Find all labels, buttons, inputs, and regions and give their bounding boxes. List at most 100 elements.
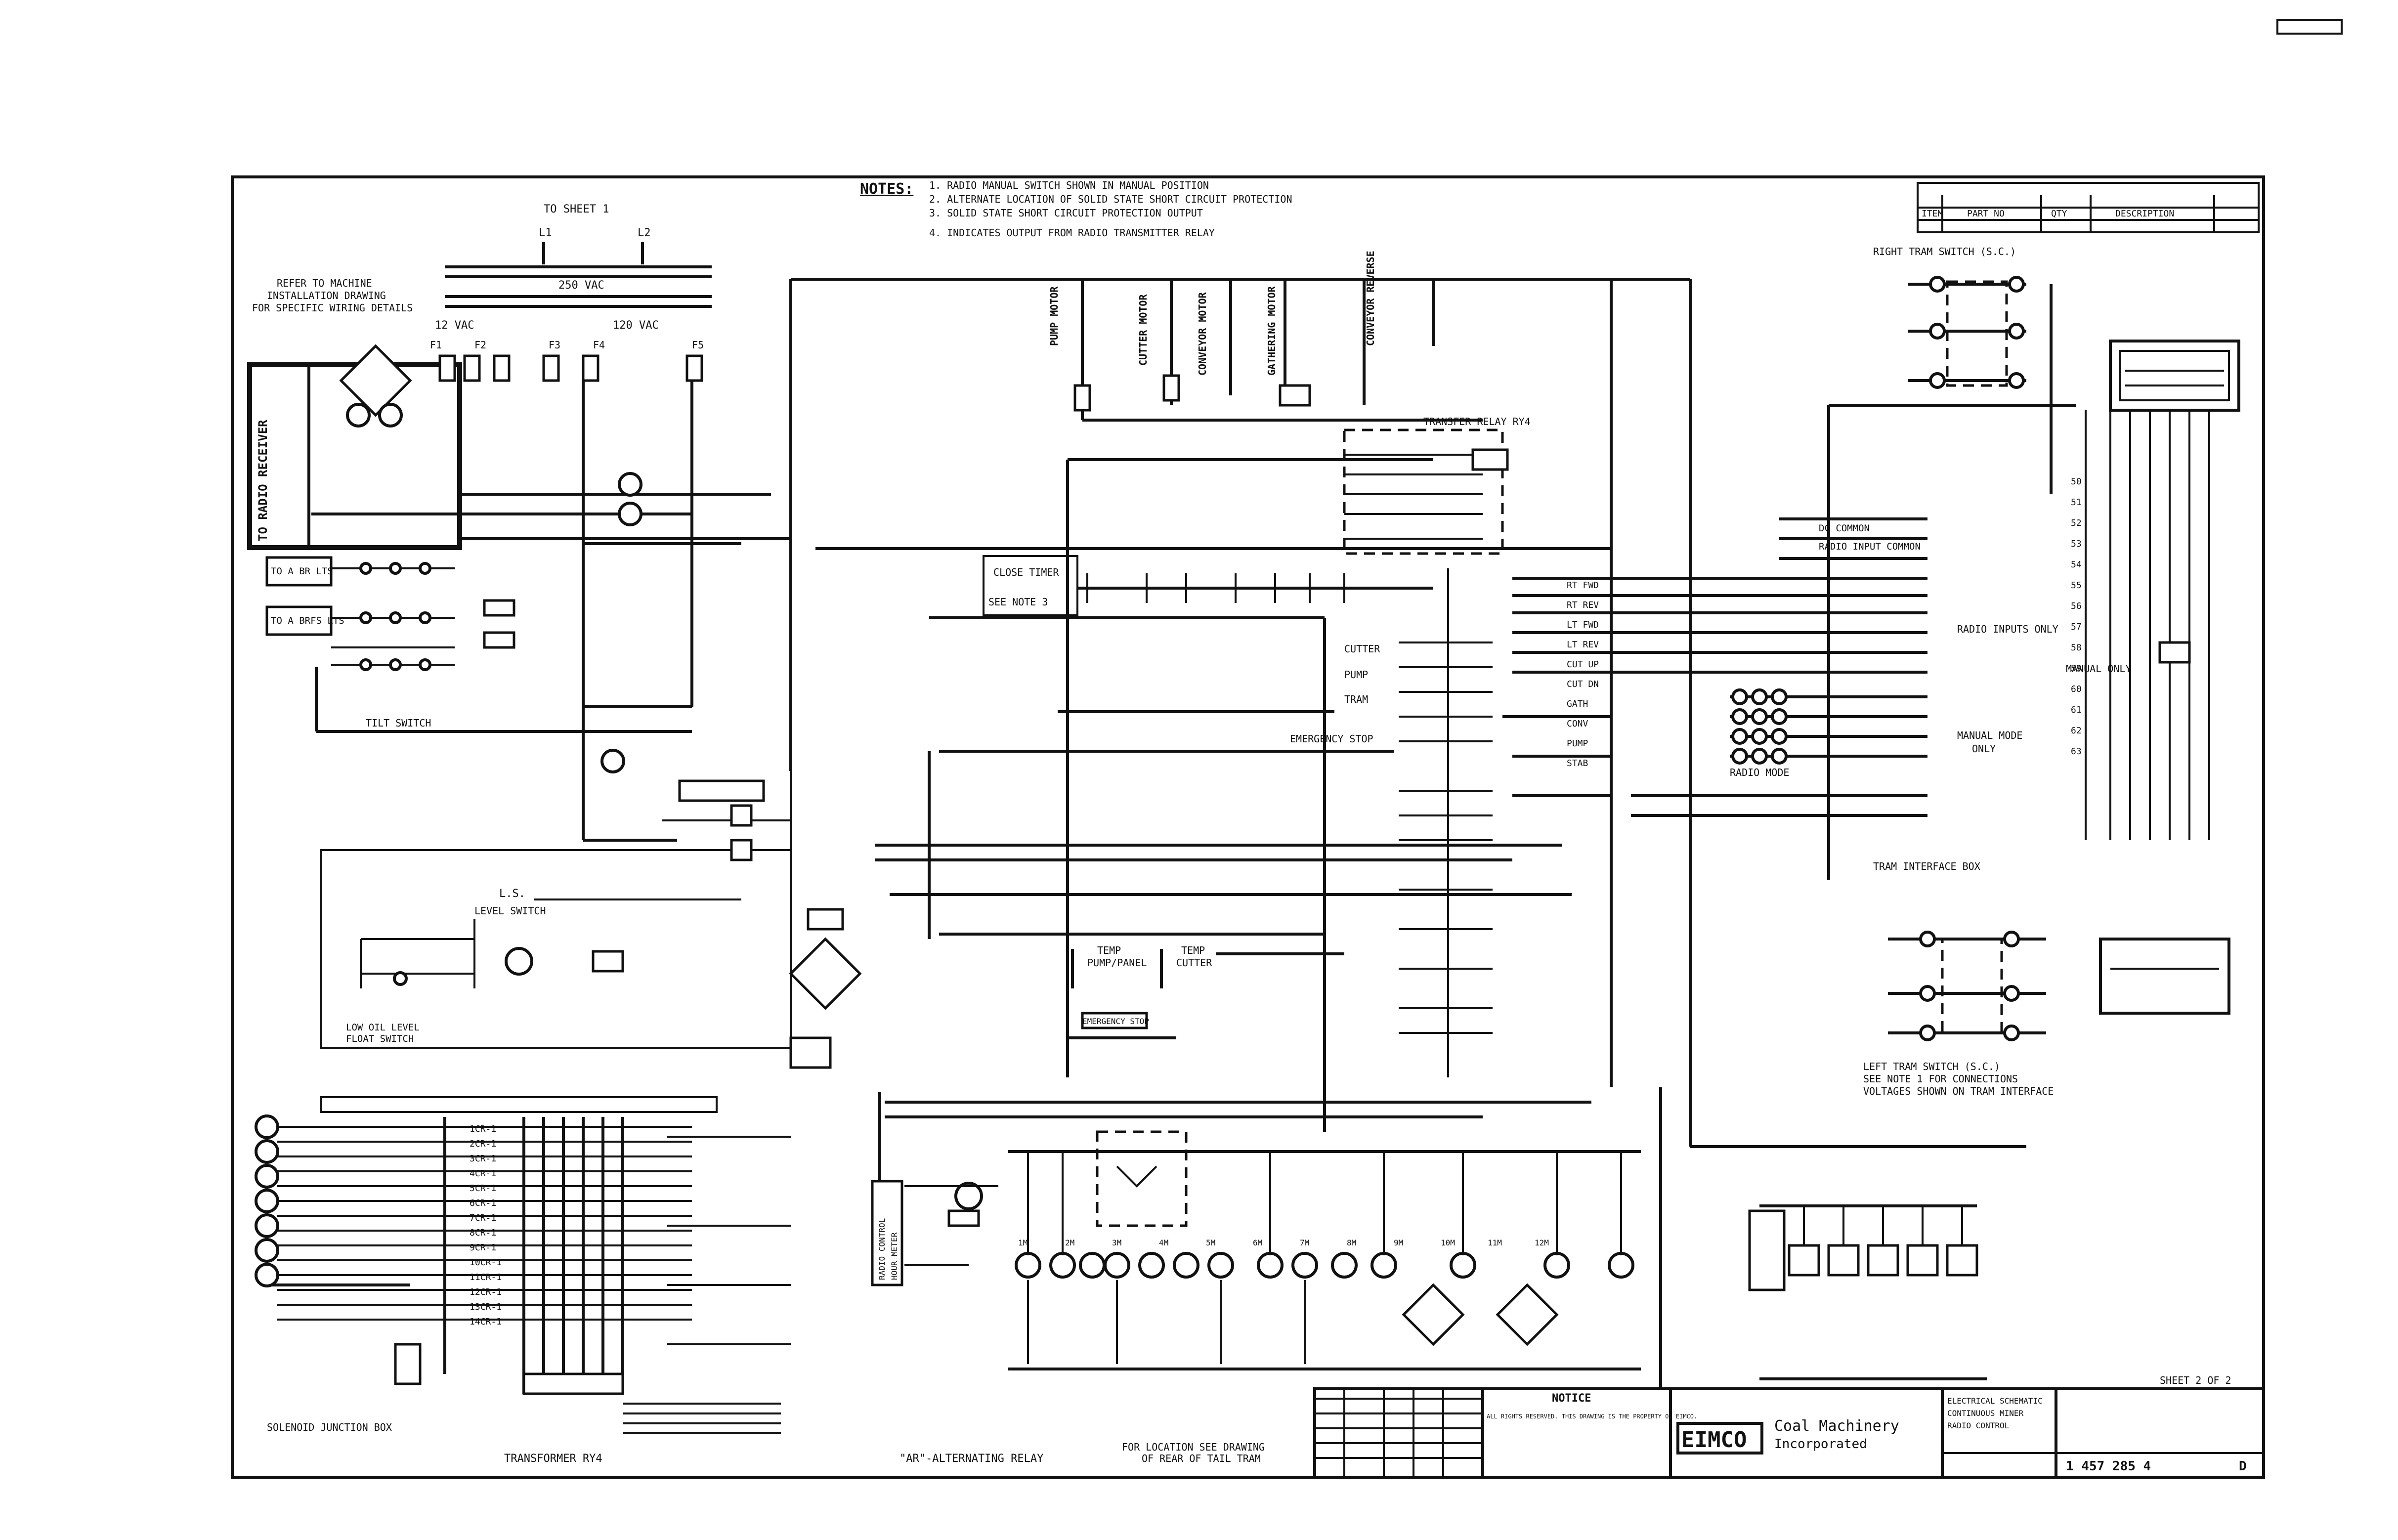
right-terminal-column (1827, 404, 2210, 880)
radio-decoder-block (2109, 340, 2240, 412)
left-tram-switch-note: SEE NOTE 1 FOR CONNECTIONS (1863, 1073, 2018, 1085)
manual-mode-only: ONLY (1972, 743, 1996, 755)
remote-cutter-motor: CUTTER MOTOR (1137, 294, 1149, 366)
emergency-stop-2: EMERGENCY STOP (1082, 1017, 1149, 1026)
radio-receiver-label: TO RADIO RECEIVER (256, 420, 270, 541)
float-switch-1: LOW OIL LEVEL (346, 1022, 420, 1033)
supply-wiring-left (311, 381, 791, 842)
tilt-switch-contacts (315, 562, 692, 733)
input-label-7: GATH (1567, 699, 1588, 709)
main-bus-wiring (789, 278, 2026, 1389)
emergency-stop: EMERGENCY STOP (1290, 733, 1373, 745)
drawing-border (231, 175, 2265, 1479)
radio-inputs-only: RADIO INPUTS ONLY (1957, 623, 2058, 635)
title-block (1313, 1387, 2265, 1479)
contact-label-6: 6CR-1 (470, 1198, 496, 1208)
hour-meter-wiring (878, 1092, 998, 1266)
coil-label-11: 11M (1488, 1238, 1502, 1247)
radio-ctrl-box (871, 1180, 903, 1286)
contact-label-10: 10CR-1 (470, 1257, 502, 1268)
contact-label-12: 12CR-1 (470, 1287, 502, 1297)
input-label-10: STAB (1567, 758, 1588, 769)
temp-switch-contacts (1068, 949, 1176, 1039)
contact-label-group: 1CR-12CR-13CR-14CR-15CR-16CR-17CR-18CR-1… (470, 1124, 502, 1327)
refer-note-3: FOR SPECIFIC WIRING DETAILS (252, 302, 413, 314)
terminal-label-14: 63 (2071, 746, 2082, 757)
input-label-5: CUT UP (1567, 659, 1599, 670)
remote-pump-motor: PUMP MOTOR (1048, 286, 1060, 346)
coil-label-10: 10M (1441, 1238, 1455, 1247)
contact-label-14: 14CR-1 (470, 1317, 502, 1327)
wire-l1: L1 (539, 227, 552, 239)
input-label-4: LT REV (1567, 640, 1599, 650)
revision: D (2239, 1459, 2247, 1474)
note-2: 2. ALTERNATE LOCATION OF SOLID STATE SHO… (929, 193, 1292, 205)
tilt-switch: TILT SWITCH (366, 717, 431, 729)
corner-tag-box (2276, 19, 2343, 35)
solenoid-coil-row (1748, 1204, 1987, 1380)
fuse-f3: F3 (549, 339, 560, 351)
terminal-label-9: 58 (2071, 642, 2082, 653)
radio-receiver-box (247, 362, 462, 550)
bridge-rectifier (339, 344, 412, 428)
terminal-label-12: 61 (2071, 705, 2082, 715)
title-line-2: CONTINUOUS MINER (1947, 1409, 2023, 1418)
temp-switch-2-a: TEMP (1181, 944, 1205, 956)
transfer-relay-box (1343, 428, 1504, 555)
radio-input-common: RADIO INPUT COMMON (1819, 541, 1921, 552)
contact-label-7: 7CR-1 (470, 1213, 496, 1223)
division-line-1: Coal Machinery (1774, 1417, 1899, 1435)
tram-interface-terminals (1502, 517, 1927, 817)
contact-label-8: 8CR-1 (470, 1228, 496, 1238)
vac-12: 12 VAC (435, 319, 474, 332)
level-switch-wiring (360, 898, 741, 988)
temp-switch-1-a: TEMP (1097, 944, 1121, 956)
company-logo: EIMCO (1681, 1427, 1747, 1453)
parts-header-qty: QTY (2051, 209, 2067, 219)
relay-ladder-center (1399, 568, 1493, 1077)
pump-relay-contacts (662, 771, 792, 969)
terminal-label-10: 59 (2071, 663, 2082, 674)
parts-header-partno: PART NO (1967, 209, 2005, 219)
lts-box-2 (265, 605, 333, 636)
dc-common: DC COMMON (1819, 523, 1870, 534)
terminal-label-3: 52 (2071, 518, 2082, 528)
bottom-note-2: OF REAR OF TAIL TRAM (1142, 1453, 1261, 1464)
pump-module (678, 779, 765, 802)
input-label-9: PUMP (1567, 738, 1588, 749)
lts-box-1 (265, 556, 333, 587)
float-switch-2: FLOAT SWITCH (346, 1033, 414, 1044)
coil-label-7: 7M (1300, 1238, 1309, 1247)
radio-ctrl-2: HOUR METER (890, 1232, 899, 1280)
to-lts-2: TO A BRFS LTS (271, 615, 344, 626)
ls-label: L.S. (499, 888, 525, 900)
notice-body: ALL RIGHTS RESERVED. THIS DRAWING IS THE… (1487, 1413, 1697, 1420)
input-label-8: CONV (1567, 719, 1588, 729)
transfer-relay-top: TRANSFER RELAY RY4 (1423, 416, 1531, 428)
remote-contacts-top (1073, 279, 1483, 422)
title-line-3: RADIO CONTROL (1947, 1421, 2009, 1430)
coil-label-1: 1M (1018, 1238, 1028, 1247)
left-tram-switch-symbol (1888, 931, 2230, 1041)
note-4: 4. INDICATES OUTPUT FROM RADIO TRANSMITT… (929, 227, 1215, 239)
input-label-6: CUT DN (1567, 679, 1599, 689)
coil-label-12: 12M (1535, 1238, 1549, 1247)
bottom-note-1: FOR LOCATION SEE DRAWING (1122, 1441, 1265, 1453)
right-tram-switch: RIGHT TRAM SWITCH (S.C.) (1873, 246, 2016, 257)
coil-label-8: 8M (1347, 1238, 1356, 1247)
sheet-number: SHEET 2 OF 2 (2160, 1374, 2231, 1386)
terminal-label-5: 54 (2071, 559, 2082, 570)
level-switch-panel (320, 849, 792, 1049)
wire-l2: L2 (638, 227, 651, 239)
coil-label-6: 6M (1253, 1238, 1262, 1247)
parts-list-table: ITEM PART NO QTY DESCRIPTION (1917, 182, 2260, 233)
radio-ctrl-1: RADIO CONTROL (877, 1218, 887, 1280)
parts-header-item: ITEM (1922, 209, 1943, 219)
drawing-number: 1 457 285 4 (2066, 1459, 2151, 1474)
notice-header: NOTICE (1552, 1392, 1591, 1405)
ar-relay: "AR"-ALTERNATING RELAY (899, 1453, 1043, 1465)
motor-coil-row (1008, 1130, 1641, 1370)
terminal-label-6: 55 (2071, 580, 2082, 591)
